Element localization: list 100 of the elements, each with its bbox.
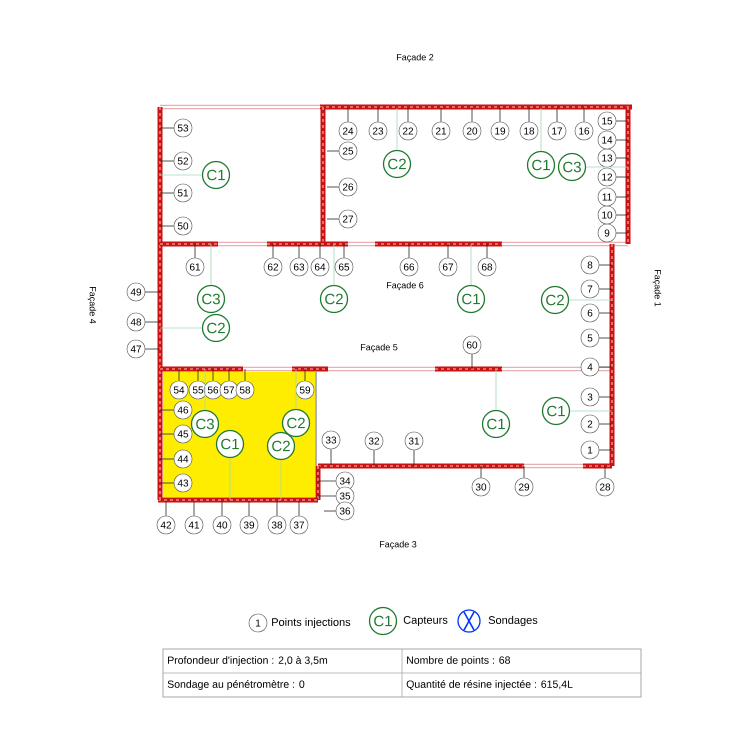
injection-point: 18 <box>520 122 538 140</box>
injection-point: 10 <box>598 206 616 224</box>
leader-line <box>570 410 612 412</box>
injection-point: 12 <box>598 168 616 186</box>
injection-point: 61 <box>186 258 204 276</box>
injection-point: 3 <box>580 388 600 406</box>
leader-line <box>298 244 300 258</box>
injection-point: 37 <box>290 516 308 534</box>
facade-label: Façade 6 <box>386 282 424 290</box>
injection-point: 65 <box>334 258 354 276</box>
injection-point: 45 <box>174 424 192 444</box>
leader-line <box>616 196 628 198</box>
leader-line <box>248 500 250 516</box>
injection-point: 50 <box>174 216 192 236</box>
leader-line <box>486 244 488 258</box>
leader-line <box>160 160 174 162</box>
injection-point: 2 <box>580 414 600 434</box>
injection-point: 36 <box>336 502 354 520</box>
injection-point: 15 <box>598 112 616 130</box>
leader-line <box>326 150 340 152</box>
legend-text: Sondages <box>488 616 538 626</box>
injection-point: 27 <box>338 210 358 228</box>
leader-line <box>272 244 274 258</box>
leader-line <box>470 244 472 286</box>
leader-line <box>396 108 398 150</box>
leader-line <box>586 166 628 168</box>
leader-line <box>280 460 282 500</box>
leader-line <box>178 368 180 382</box>
injection-point: 51 <box>174 184 192 202</box>
injection-point: 38 <box>268 516 286 534</box>
injection-point: 58 <box>236 380 254 400</box>
injection-point: 54 <box>170 380 188 400</box>
injection-point: 52 <box>174 152 192 170</box>
injection-point: 64 <box>310 258 330 276</box>
leader-line <box>616 232 628 234</box>
injection-point: 59 <box>296 380 314 400</box>
injection-point: 48 <box>126 312 146 332</box>
facade-label: Façade 1 <box>652 270 662 306</box>
leader-line <box>324 510 336 512</box>
leader-line <box>160 458 174 460</box>
injection-point: 22 <box>398 122 418 140</box>
injection-point: 49 <box>126 282 146 302</box>
injection-point: 9 <box>598 224 616 242</box>
injection-point: 11 <box>598 188 616 206</box>
injection-point: 20 <box>462 122 482 140</box>
injection-point: 39 <box>240 516 258 534</box>
facade-label: Façade 3 <box>380 540 416 550</box>
table-cell: Quantité de résine injectée : 615,4L <box>406 680 573 690</box>
table-cell: Profondeur d'injection : 2,0 à 3,5m <box>168 656 328 666</box>
injection-point: 30 <box>472 478 490 496</box>
injection-point: 24 <box>338 122 358 140</box>
table-cell: Sondage au pénétromètre : 0 <box>168 680 304 690</box>
leader-line <box>408 244 410 258</box>
leader-line <box>556 108 558 122</box>
injection-point: 60 <box>462 336 482 354</box>
leader-line <box>244 368 246 382</box>
leader-line <box>212 368 214 382</box>
leader-line <box>160 174 202 176</box>
injection-point: 19 <box>490 122 510 140</box>
table-cell: Nombre de points : 68 <box>407 656 510 666</box>
leader-line <box>326 218 340 220</box>
leader-line <box>540 108 542 152</box>
leader-line <box>160 482 174 484</box>
injection-point: 29 <box>514 478 534 496</box>
injection-point: 44 <box>174 450 192 468</box>
leader-line <box>616 176 628 178</box>
injection-point: 1 <box>580 440 600 460</box>
injection-point: 68 <box>478 258 496 276</box>
facade-label: Façade 5 <box>360 344 398 352</box>
injection-point: 63 <box>290 258 308 276</box>
injection-point: 31 <box>404 432 424 450</box>
leader-line <box>604 466 606 478</box>
injection-point: 21 <box>432 122 450 140</box>
legend-text: Points injections <box>272 618 350 628</box>
injection-point: 57 <box>220 380 238 400</box>
injection-point: 33 <box>322 430 340 450</box>
injection-point: 14 <box>598 130 616 150</box>
injection-point: 40 <box>212 516 232 534</box>
leader-line <box>598 288 612 290</box>
leader-line <box>228 368 230 382</box>
legend-text: Capteurs <box>404 616 448 626</box>
leader-line <box>318 480 336 482</box>
leader-line <box>528 108 530 122</box>
injection-point: 7 <box>580 280 600 298</box>
leader-line <box>598 396 612 398</box>
injection-point: 28 <box>596 478 614 496</box>
injection-point: 41 <box>184 516 204 534</box>
leader-line <box>304 368 306 382</box>
leader-line <box>276 500 278 516</box>
injection-point: 25 <box>338 142 358 160</box>
leader-line <box>298 500 300 516</box>
injection-point: 6 <box>580 304 600 322</box>
leader-line <box>598 264 612 266</box>
facade-label: Façade 2 <box>396 54 434 62</box>
leader-line <box>616 120 628 122</box>
injection-point: 42 <box>156 516 176 534</box>
leader-line <box>210 244 212 286</box>
injection-point: 46 <box>174 400 192 420</box>
injection-point: 17 <box>548 122 566 140</box>
injection-point: 16 <box>574 122 594 140</box>
